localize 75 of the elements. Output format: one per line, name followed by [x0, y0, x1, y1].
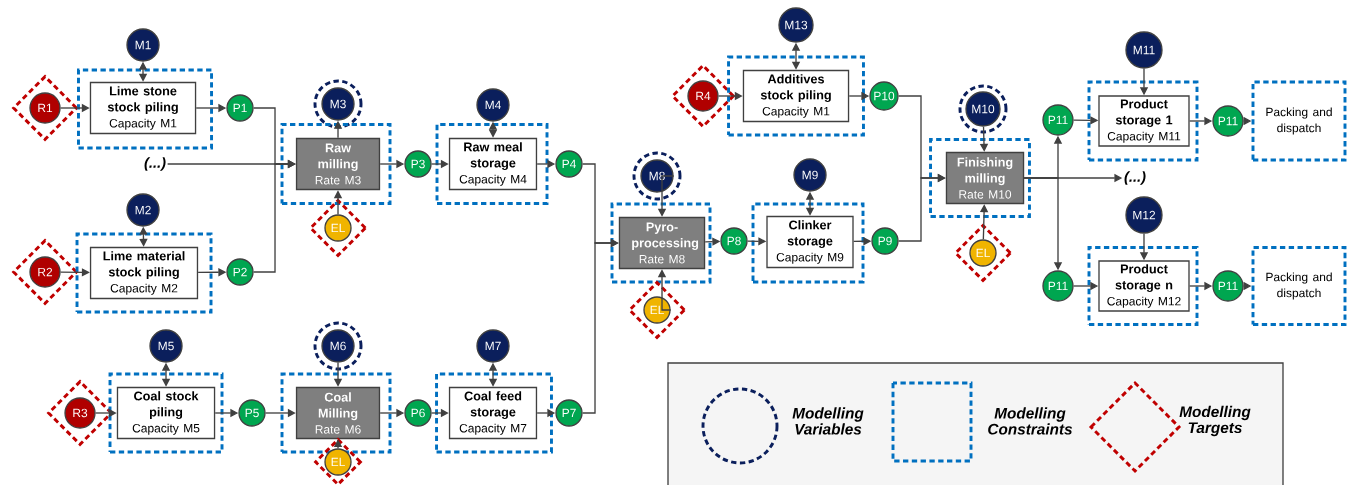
circle-node: EL	[324, 214, 352, 242]
dashed-box	[929, 138, 1031, 218]
process-box: Product storage n Capacity M12	[1098, 260, 1190, 312]
dashed-box	[77, 68, 213, 150]
circle-node: EL	[643, 296, 671, 324]
process-box: Coal stock piling Capacity M5	[116, 386, 216, 440]
circle-node: EL	[324, 448, 352, 476]
dashed-circle	[313, 321, 363, 371]
circle-node: M12	[1125, 196, 1163, 234]
circle-node: R4	[687, 80, 719, 112]
process-box: Raw meal storage Capacity M4	[448, 137, 538, 191]
dashed-box	[435, 372, 553, 454]
process-box: Raw milling Rate M3	[295, 137, 381, 191]
process-box: Additives stock piling Capacity M1	[742, 69, 850, 123]
dashed-box	[610, 202, 712, 284]
circle-node: P11	[1212, 270, 1244, 302]
circle-node: P8	[720, 227, 748, 255]
circle-node: R1	[29, 92, 61, 124]
process-box: Lime stone stock piling Capacity M1	[89, 81, 197, 135]
process-box: Coal Milling Rate M6	[295, 386, 381, 440]
circle-node: P11	[1212, 105, 1244, 137]
dashed-box	[727, 55, 865, 137]
dashed-box	[435, 123, 549, 205]
dashed-circle	[958, 84, 1008, 134]
circle-node: EL	[969, 239, 997, 267]
dashed-box	[75, 232, 213, 314]
process-box: Pyro-processing Rate M8	[618, 216, 706, 270]
circle-node: P11	[1042, 270, 1074, 302]
legend-text: Modelling Variables	[792, 407, 864, 435]
circle-node: P6	[404, 399, 432, 427]
circle-node: R3	[64, 397, 96, 429]
legend-text: Modelling Constraints	[988, 407, 1073, 435]
circle-node: P3	[404, 150, 432, 178]
dashed-box: Packing and dispatch	[1251, 246, 1347, 326]
arrow	[253, 159, 296, 273]
dashed-box	[280, 372, 392, 454]
circle-node: M11	[1125, 31, 1163, 69]
dashed-box: Packing and dispatch	[1251, 80, 1347, 162]
process-box: Coal feed storage Capacity M7	[448, 386, 538, 440]
dashed-box	[108, 372, 224, 454]
circle-node: P2	[226, 258, 254, 286]
circle-node: M1	[126, 28, 160, 62]
circle-node: P7	[555, 399, 583, 427]
arrow	[60, 268, 90, 277]
circle-node: R2	[29, 256, 61, 288]
dashed-box	[1087, 246, 1199, 326]
circle-node: M2	[126, 193, 160, 227]
process-box: Product storage 1 Capacity M11	[1098, 95, 1190, 147]
process-box: Clinker storage Capacity M9	[766, 215, 854, 269]
dashed-box	[751, 202, 865, 284]
ellipsis-text: (...)	[144, 157, 166, 171]
circle-node: P10	[869, 81, 899, 111]
ellipsis-text: (...)	[1124, 171, 1146, 185]
dashed-box	[280, 123, 392, 205]
circle-node: M6	[321, 329, 355, 363]
legend-text: Modelling Targets	[1179, 405, 1251, 437]
circle-node: P1	[226, 94, 254, 122]
circle-node: M7	[476, 329, 510, 363]
process-box: Lime material stock piling Capacity M2	[89, 246, 199, 300]
circle-node: M3	[321, 87, 355, 121]
circle-node: M13	[778, 7, 814, 43]
circle-node: M4	[476, 88, 510, 122]
circle-node: M5	[149, 329, 183, 363]
circle-node: P4	[555, 150, 583, 178]
circle-node: P5	[238, 399, 266, 427]
dashed-box	[1087, 80, 1199, 162]
circle-node: P9	[871, 227, 899, 255]
dashed-circle	[632, 151, 682, 201]
circle-node: M9	[793, 158, 827, 192]
process-box: Finishing milling Rate M10	[945, 151, 1025, 205]
dashed-circle	[313, 79, 363, 129]
circle-node: M10	[965, 91, 1001, 127]
circle-node: P11	[1042, 104, 1074, 136]
circle-node: M8	[640, 159, 674, 193]
arrow	[657, 269, 672, 311]
